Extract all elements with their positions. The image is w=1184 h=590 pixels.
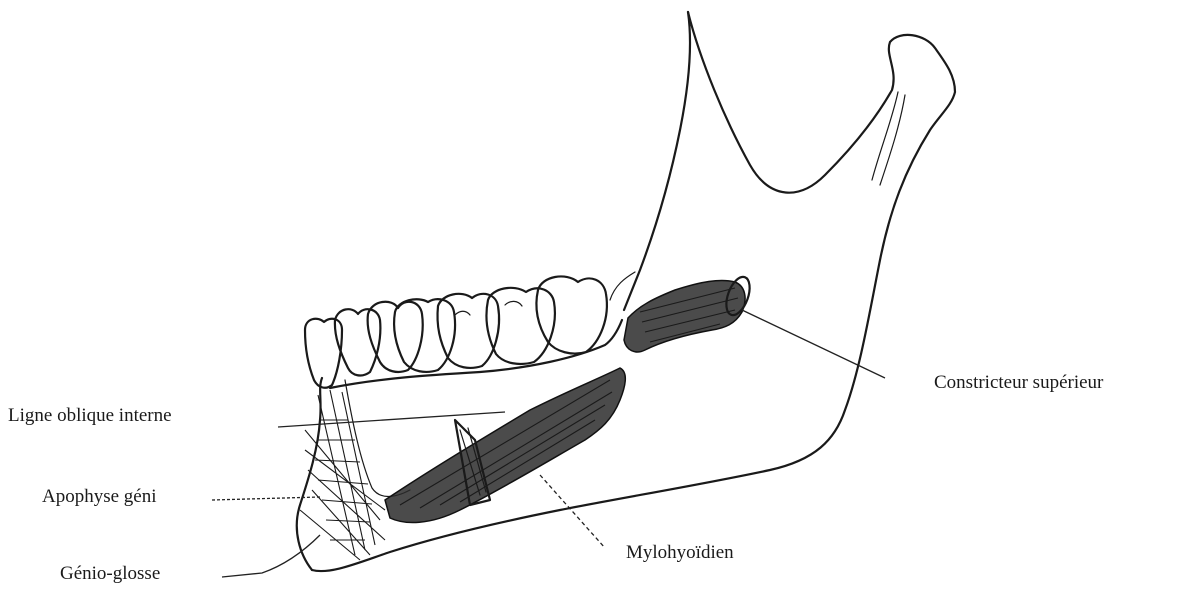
label-genio-glosse: Génio-glosse [60,563,160,585]
leader-ligne-oblique [278,412,505,427]
retromolar-line [610,272,635,300]
genioglossus-hatching [300,390,385,560]
label-mylohyoidien: Mylohyoïdien [626,542,734,564]
label-ligne-oblique-interne: Ligne oblique interne [8,405,172,427]
leader-genio [222,535,320,577]
teeth [305,276,607,387]
label-constricteur-superieur: Constricteur supérieur [934,372,1103,394]
mandible-outline [297,12,955,571]
mylohyoid-muscle [385,368,625,523]
label-apophyse-geni: Apophyse géni [42,486,157,508]
leader-apophyse [212,497,320,500]
alveolar-edge [330,320,622,388]
constrictor-muscle [624,274,754,352]
